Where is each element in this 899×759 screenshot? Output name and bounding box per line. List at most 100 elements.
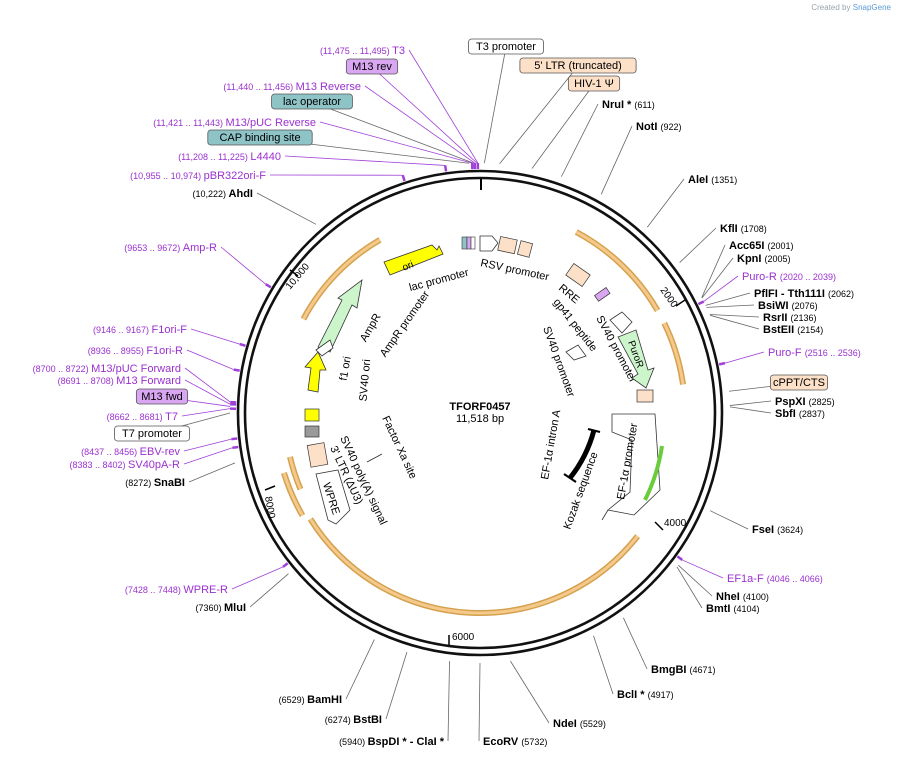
site-fsei[interactable]: FseI (3624) xyxy=(752,524,803,536)
site-sbfi[interactable]: SbfI (2837) xyxy=(775,408,825,420)
site-pos-kfli: (1708) xyxy=(741,224,767,234)
psi-box[interactable] xyxy=(516,240,534,258)
site-pspxi[interactable]: PspXI (2825) xyxy=(775,396,835,408)
rsv-promoter-arrow[interactable] xyxy=(479,235,499,252)
leader-noti xyxy=(600,125,633,195)
site-bmgbi[interactable]: BmgBI (4671) xyxy=(651,664,716,676)
site-ecorv[interactable]: EcoRV (5732) xyxy=(483,736,547,748)
site-pos-ahdi: (10,222) xyxy=(193,189,229,199)
site-m13-reverse[interactable]: (11,440 .. 11,456) M13 Reverse xyxy=(223,81,361,93)
site-cap-binding-site[interactable]: CAP binding site xyxy=(207,129,313,146)
site-5-ltr-truncated[interactable]: 5' LTR (truncated) xyxy=(519,57,637,74)
rre-box[interactable] xyxy=(565,263,591,287)
site-kpni[interactable]: KpnI (2005) xyxy=(737,253,791,265)
site-label-fsei: FseI xyxy=(752,524,777,536)
ampr-promoter-arrow[interactable] xyxy=(315,339,334,357)
site-puro-f[interactable]: Puro-F (2516 .. 2536) xyxy=(768,347,861,359)
ltr-box[interactable] xyxy=(497,236,518,255)
site-ef1a-f[interactable]: EF1a-F (4046 .. 4066) xyxy=(727,573,823,585)
arc-orf-top-right[interactable] xyxy=(574,229,661,313)
site-wpre-r[interactable]: (7428 .. 7448) WPRE-R xyxy=(125,584,228,596)
site-f1ori-f[interactable]: (9146 .. 9167) F1ori-F xyxy=(93,324,187,336)
site-nrui[interactable]: NruI * (611) xyxy=(602,99,655,111)
wpre-arrow[interactable] xyxy=(315,469,351,525)
primer-mark-wpre-r xyxy=(282,562,289,568)
site-pos-alei: (1351) xyxy=(711,175,737,185)
cppt-box[interactable] xyxy=(636,389,654,403)
site-bcli[interactable]: BclI * (4917) xyxy=(617,689,674,701)
site-rsrii[interactable]: RsrII (2136) xyxy=(763,312,817,324)
site-name-bsteii: BstEII (2154) xyxy=(763,324,823,336)
cap-site-box[interactable] xyxy=(466,236,472,250)
site-m13-puc-forward[interactable]: (8700 .. 8722) M13/pUC Forward xyxy=(33,363,181,375)
site-m13-puc-reverse[interactable]: (11,421 .. 11,443) M13/pUC Reverse xyxy=(153,117,316,129)
site-name-alei: AleI (1351) xyxy=(688,174,737,186)
site-puro-r[interactable]: Puro-R (2020 .. 2039) xyxy=(742,271,836,283)
ori-arrow[interactable] xyxy=(383,244,444,276)
site-range-wpre-r: (7428 .. 7448) xyxy=(125,585,184,595)
site-lac-operator[interactable]: lac operator xyxy=(271,93,353,110)
site-sv40pa-r[interactable]: (8383 .. 8402) SV40pA-R xyxy=(69,459,180,471)
site-noti[interactable]: NotI (922) xyxy=(636,121,681,133)
f1-ori-arrow[interactable] xyxy=(304,351,327,393)
site-amp-r[interactable]: (9653 .. 9672) Amp-R xyxy=(124,242,217,254)
leader-pflfi-tth111i xyxy=(705,292,751,306)
site-m13-rev[interactable]: M13 rev xyxy=(345,58,399,75)
site-t3-promoter[interactable]: T3 promoter xyxy=(468,38,544,55)
site-alei[interactable]: AleI (1351) xyxy=(688,174,737,186)
site-label-sbfi: SbfI xyxy=(775,408,799,420)
site-l4440[interactable]: (11,208 .. 11,225) L4440 xyxy=(178,151,281,163)
site-cppt-cts[interactable]: cPPT/CTS xyxy=(770,374,829,391)
site-ndei[interactable]: NdeI (5529) xyxy=(553,718,606,730)
ampr-arrow[interactable] xyxy=(317,279,363,353)
site-f1ori-r[interactable]: (8936 .. 8955) F1ori-R xyxy=(88,345,183,357)
puror-arrow[interactable] xyxy=(617,329,655,389)
site-ahdi[interactable]: (10,222) AhdI xyxy=(193,188,253,200)
internal-features: ori lac promoter RSV promoter AmpR AmpR … xyxy=(304,235,664,531)
intron-a-arc[interactable] xyxy=(568,429,597,480)
site-bstbi[interactable]: (6274) BstBI xyxy=(325,714,382,726)
site-range-m13-puc-reverse: (11,421 .. 11,443) xyxy=(153,118,225,128)
site-ebv-rev[interactable]: (8437 .. 8456) EBV-rev xyxy=(81,446,180,458)
arc-orf-bottom[interactable] xyxy=(307,517,640,616)
site-name-mlui: (7360) MluI xyxy=(195,602,246,614)
lac-operator-box[interactable] xyxy=(461,236,468,250)
polya-box[interactable] xyxy=(304,425,320,438)
site-label-m13-reverse: M13 Reverse xyxy=(296,81,361,93)
site-kfli[interactable]: KflI (1708) xyxy=(720,223,767,235)
site-name-5-ltr-truncated: 5' LTR (truncated) xyxy=(534,60,621,72)
site-m13-forward[interactable]: (8691 .. 8708) M13 Forward xyxy=(58,375,181,387)
site-bsiwi[interactable]: BsiWI (2076) xyxy=(758,300,818,312)
site-bmti[interactable]: BmtI (4104) xyxy=(706,603,760,615)
site-mlui[interactable]: (7360) MluI xyxy=(195,602,246,614)
site-nhei[interactable]: NheI (4100) xyxy=(716,591,769,603)
sv40-promoter-arrow-1[interactable] xyxy=(609,311,633,334)
gp41-box[interactable] xyxy=(594,287,611,302)
site-snabi[interactable]: (8272) SnaBI xyxy=(125,477,185,489)
site-t7-promoter[interactable]: T7 promoter xyxy=(114,425,190,442)
leader-amp-r xyxy=(220,246,266,285)
site-name-pspxi: PspXI (2825) xyxy=(775,396,835,408)
leader-ecorv xyxy=(478,662,481,742)
site-box-hiv-1 xyxy=(567,75,621,92)
ef1a-green-arc[interactable] xyxy=(643,445,664,501)
lac-box[interactable] xyxy=(470,236,476,250)
site-bspdi-clai[interactable]: (5940) BspDI * - ClaI * xyxy=(339,736,445,748)
site-bamhi[interactable]: (6529) BamHI xyxy=(279,694,342,706)
site-t7[interactable]: (8662 .. 8681) T7 xyxy=(107,411,178,423)
site-m13-fwd[interactable]: M13 fwd xyxy=(135,388,189,405)
sv40-ori-box[interactable] xyxy=(304,408,320,422)
site-bsteii[interactable]: BstEII (2154) xyxy=(763,324,823,336)
site-label-mlui: MluI xyxy=(224,602,246,614)
site-label-bstbi: BstBI xyxy=(353,714,382,726)
site-hiv-1[interactable]: HIV-1 Ψ xyxy=(567,75,621,92)
site-pbr322ori-f[interactable]: (10,955 .. 10,974) pBR322ori-F xyxy=(130,170,266,182)
ltr3-box[interactable] xyxy=(306,442,329,468)
sv40-promoter-arrow-2[interactable] xyxy=(565,344,587,361)
site-pflfi-tth111i[interactable]: PflFI - Tth111I (2062) xyxy=(754,288,854,300)
leader-ahdi xyxy=(256,192,317,225)
site-acc65i[interactable]: Acc65I (2001) xyxy=(729,240,794,252)
site-label-m13-puc-reverse: M13/pUC Reverse xyxy=(226,117,316,129)
site-name-bspdi-clai: (5940) BspDI * - ClaI * xyxy=(339,736,445,748)
site-t3[interactable]: (11,475 .. 11,495) T3 xyxy=(320,45,405,57)
